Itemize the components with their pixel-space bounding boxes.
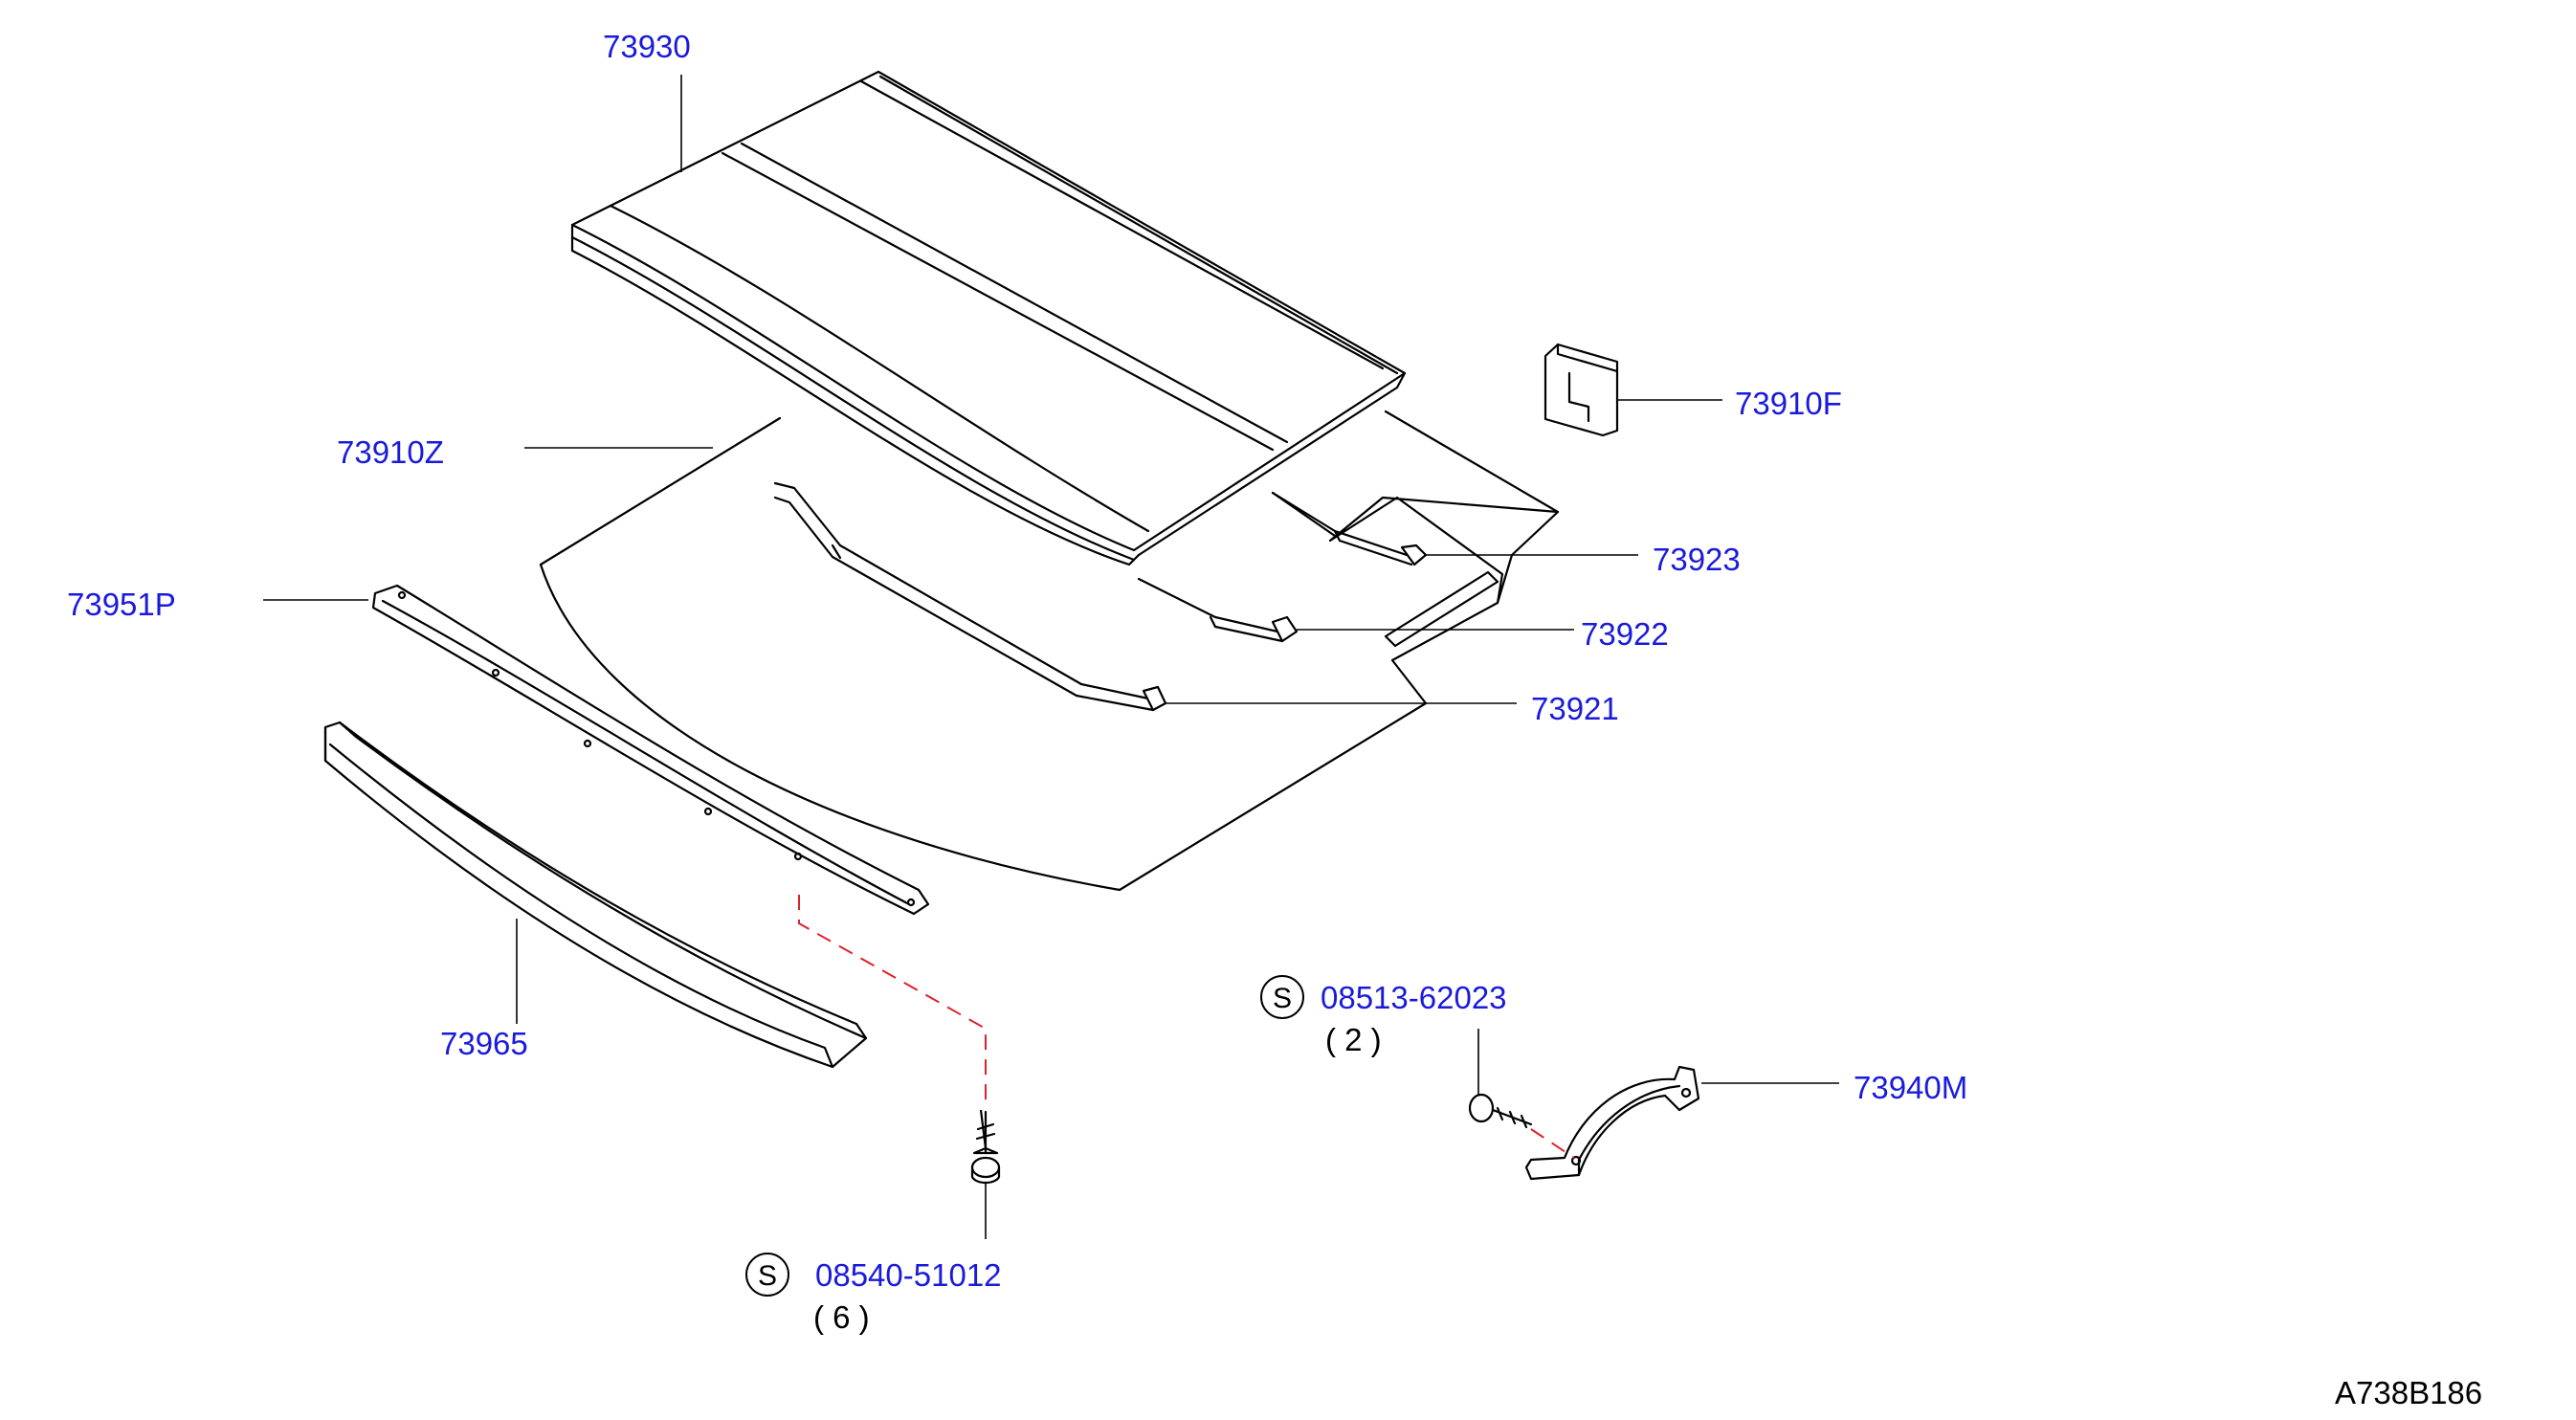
label-73910F: 73910F xyxy=(1735,386,1842,421)
label-73965: 73965 xyxy=(440,1026,528,1061)
lining-edge-strip xyxy=(1384,570,1499,648)
label-73921: 73921 xyxy=(1531,691,1619,726)
trim-strip-73921 xyxy=(773,481,1167,712)
label-73940M: 73940M xyxy=(1854,1070,1967,1105)
screw-08513-62023 xyxy=(1468,1093,1533,1129)
fastener-qty: ( 6 ) xyxy=(813,1299,870,1335)
headliner-panel-73930 xyxy=(570,70,1407,566)
label-73930: 73930 xyxy=(603,29,691,64)
screw-08540-51012 xyxy=(970,1109,1001,1185)
label-73922: 73922 xyxy=(1581,616,1669,652)
callout-08540-51012: S 08540-51012 ( 6 ) xyxy=(745,1253,1002,1335)
fastener-part-number: 08540-51012 xyxy=(815,1257,1002,1293)
label-73923: 73923 xyxy=(1653,542,1741,577)
s-symbol: S xyxy=(758,1260,777,1292)
clip-73910F xyxy=(1543,343,1619,437)
label-73951P: 73951P xyxy=(67,587,176,622)
s-symbol: S xyxy=(1273,983,1292,1014)
fastener-part-number: 08513-62023 xyxy=(1321,980,1507,1015)
label-73910Z: 73910Z xyxy=(337,434,444,470)
front-garnish-73965 xyxy=(323,721,868,1069)
assembly-dash-lines xyxy=(798,895,1575,1159)
fastener-qty: ( 2 ) xyxy=(1325,1022,1382,1057)
front-rail-73951P xyxy=(371,584,930,916)
callout-08513-62023: S 08513-62023 ( 2 ) xyxy=(1260,975,1507,1057)
diagram-reference-code: A738B186 xyxy=(2335,1375,2482,1410)
bracket-73940M xyxy=(1524,1065,1700,1181)
leader-lines xyxy=(263,75,1839,1239)
roof-lining-73910Z xyxy=(539,410,1560,892)
trim-strip-73922 xyxy=(1137,577,1299,643)
